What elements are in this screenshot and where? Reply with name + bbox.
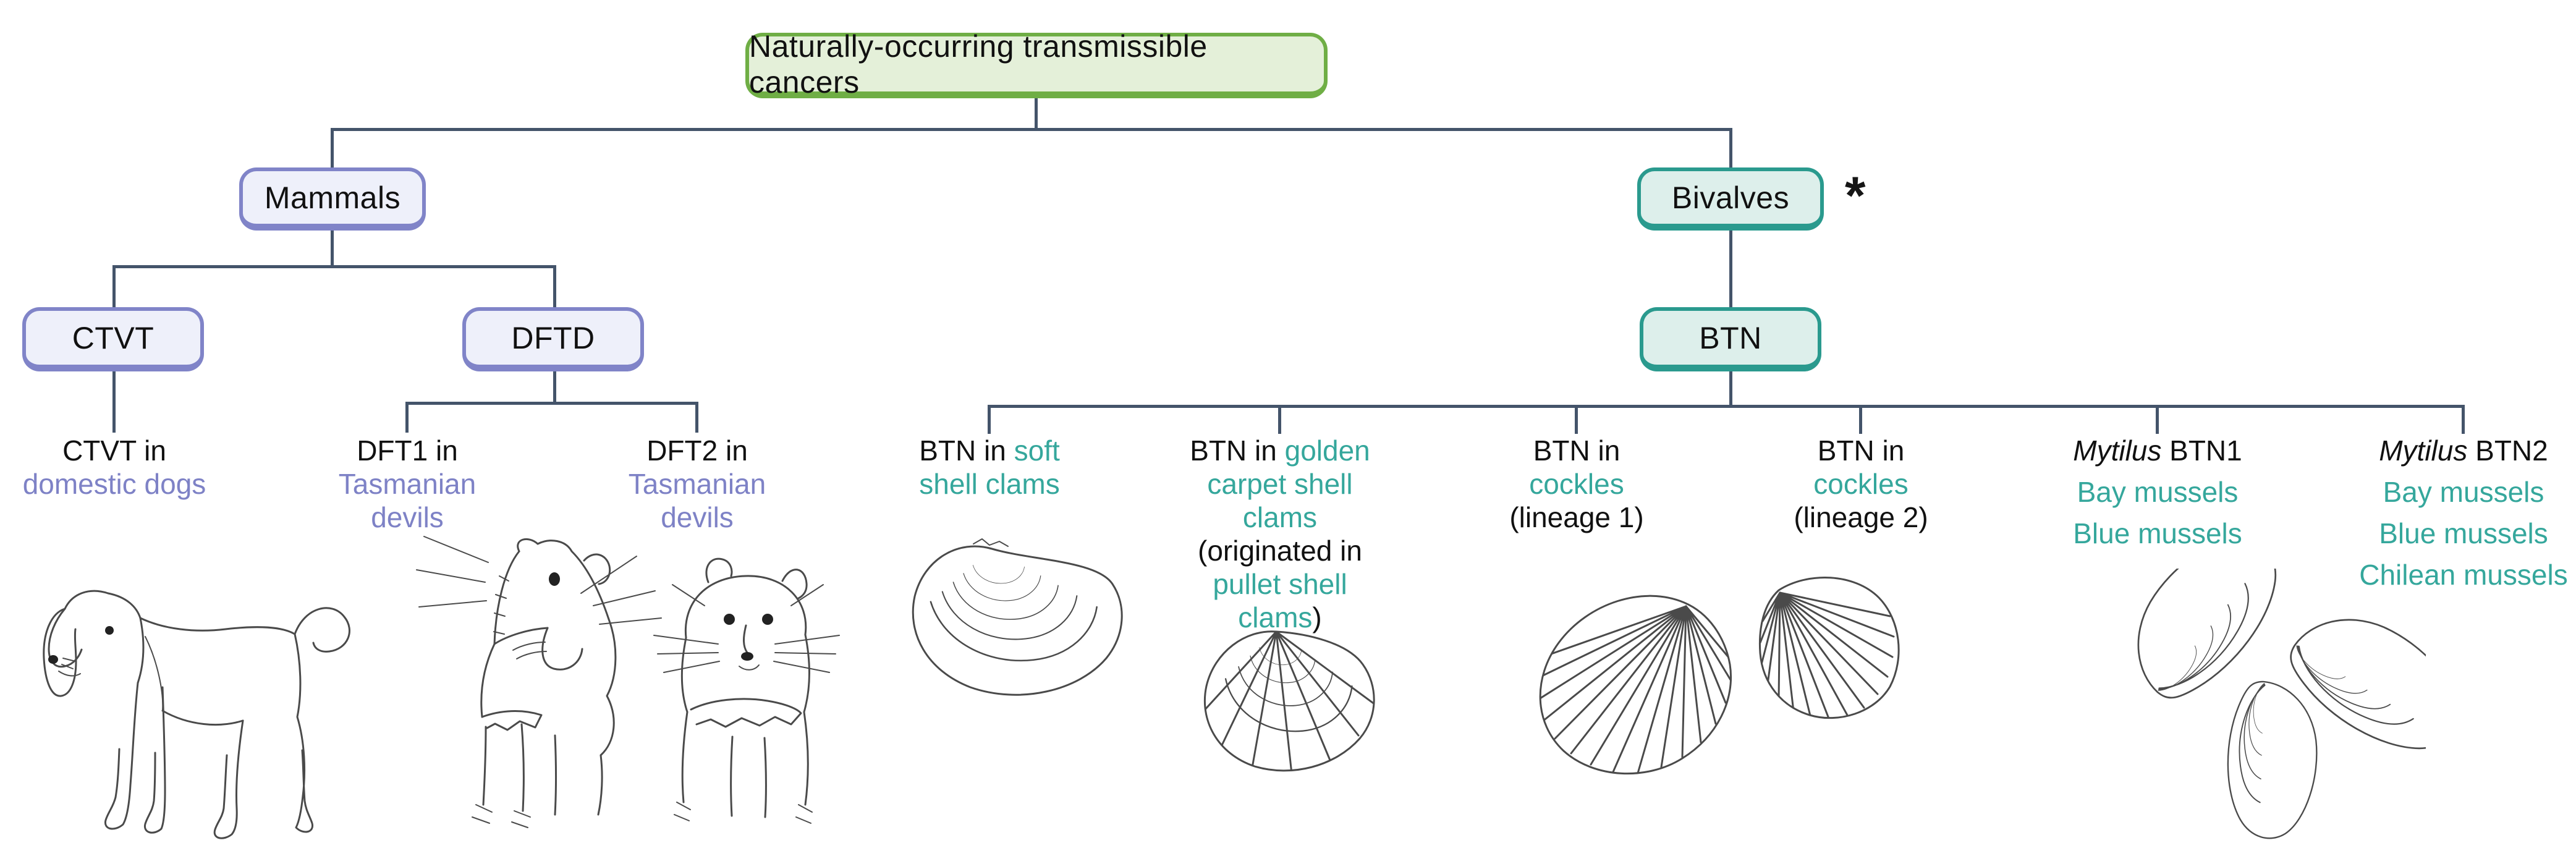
edge-dftd-hbar: [405, 402, 698, 405]
tasmanian-devils-illustration: [416, 536, 840, 828]
domestic-dog-illustration: [43, 590, 350, 839]
edge-to-cockle2: [1859, 405, 1862, 434]
leaf-ctvt-dogs-line2: domestic dogs: [22, 468, 206, 500]
bivalves-node-label: Bivalves: [1671, 180, 1790, 215]
leaf-cockles-lineage1: BTN in cockles (lineage 1): [1509, 434, 1644, 533]
leaf-dft1: DFT1 in Tasmanian devils: [339, 434, 476, 534]
leaf-soft-shell-clams: BTN in soft shell clams: [919, 434, 1060, 500]
soft-shell-clam-illustration: [912, 538, 1123, 696]
golden-carpet-shell-clam-illustration: [1203, 630, 1375, 772]
edge-to-mammals: [331, 128, 334, 169]
leaf-golden-carpet-shell-clams: BTN in golden carpet shell clams (origin…: [1190, 434, 1370, 633]
edge-to-mbtn1: [2156, 405, 2159, 434]
ctvt-node-label: CTVT: [72, 320, 155, 355]
edge-to-dftd: [553, 265, 556, 308]
dftd-node-label: DFTD: [511, 320, 595, 355]
bivalves-node-box: Bivalves: [1637, 167, 1824, 231]
root-node-label: Naturally-occurring transmissible cancer…: [749, 28, 1208, 100]
edge-to-mbtn2: [2462, 405, 2465, 434]
edge-btn-hbar: [988, 405, 2465, 408]
leaf-dft2-line1: DFT2 in: [646, 434, 748, 467]
mammals-node-label: Mammals: [264, 180, 401, 215]
leaf-dft2-line3: devils: [661, 501, 734, 533]
leaf-mytilus-btn1: Mytilus BTN1 Bay mussels Blue mussels: [2073, 434, 2242, 549]
btn-node-label: BTN: [1699, 320, 1762, 355]
leaf-cockles-lineage2: BTN in cockles (lineage 2): [1794, 434, 1928, 533]
dftd-node-box: DFTD: [462, 307, 644, 371]
edge-to-cockle1: [1575, 405, 1578, 434]
edge-to-dft1: [405, 402, 409, 433]
mammals-node-box: Mammals: [239, 167, 426, 231]
leaf-dft2-line2: Tasmanian: [628, 468, 766, 500]
cockles-illustration: [1539, 577, 1900, 775]
leaf-dft2: DFT2 in Tasmanian devils: [629, 434, 766, 534]
root-node-box: Naturally-occurring transmissible cancer…: [745, 29, 1328, 100]
edge-to-bivalves: [1729, 128, 1732, 169]
leaf-ctvt-dogs-line1: CTVT in: [62, 434, 166, 467]
edge-mammals-down: [331, 229, 334, 266]
edge-to-dft2: [695, 402, 698, 433]
edge-ctvt-down: [112, 370, 116, 433]
mussels-illustration: [2137, 569, 2426, 839]
edge-to-goldenclam: [1278, 405, 1281, 434]
edge-root-down: [1035, 97, 1038, 130]
edge-mammals-hbar: [112, 265, 556, 268]
edge-btn-down: [1729, 370, 1732, 406]
leaf-dft1-line2: Tasmanian: [338, 468, 477, 500]
leaf-mytilus-btn2: Mytilus BTN2 Bay mussels Blue mussels Ch…: [2359, 434, 2568, 591]
edge-top-hbar: [331, 128, 1732, 131]
edge-to-softclam: [988, 405, 991, 434]
btn-node-box: BTN: [1640, 307, 1821, 371]
leaf-ctvt-dogs: CTVT in domestic dogs: [23, 434, 206, 501]
leaf-dft1-line3: devils: [371, 501, 444, 533]
edge-bivalves-down: [1729, 229, 1732, 308]
ctvt-node-box: CTVT: [22, 307, 204, 371]
leaf-dft1-line1: DFT1 in: [357, 434, 458, 467]
edge-dftd-down: [553, 370, 556, 404]
edge-to-ctvt: [112, 265, 116, 308]
bivalves-asterisk: *: [1845, 166, 1866, 226]
